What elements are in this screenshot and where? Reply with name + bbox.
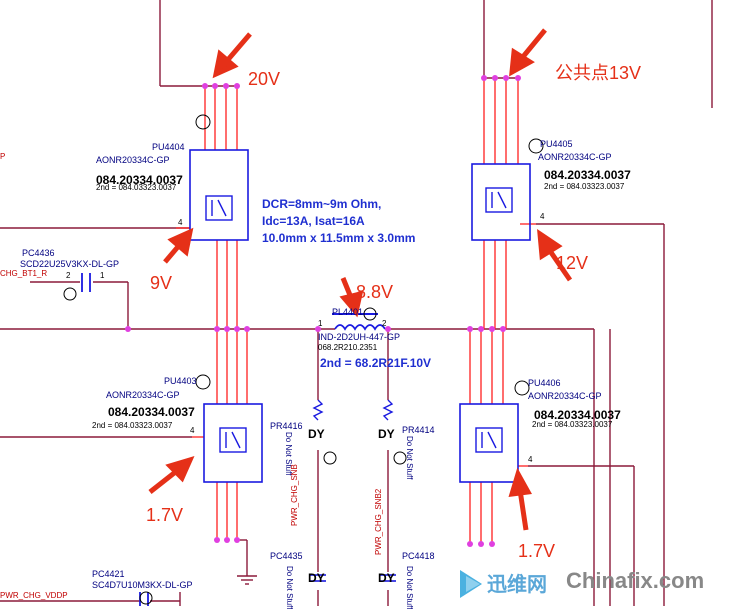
mosfet-body-lr: [459, 403, 519, 483]
res-r2-mark: DY: [378, 427, 395, 441]
annotation-12v: 12V: [556, 253, 589, 273]
inductor-spec-dcr: DCR=8mm~9m Ohm,: [262, 197, 382, 211]
capacitor-symbols: [81, 273, 149, 606]
cap-c1-pin1: 1: [100, 271, 105, 280]
watermark-en: Chinafix.com: [566, 568, 705, 593]
mosfet-ul-part: AONR20334C-GP: [96, 155, 170, 165]
mosfet-symbols: [205, 187, 513, 453]
cap-c1-ref: PC4436: [22, 248, 55, 258]
cap-c3-ref: PC4435: [270, 551, 303, 561]
watermark-cn: 迅维网: [487, 574, 547, 596]
res-r2-ref: PR4414: [402, 425, 435, 435]
junction-nodes: [125, 75, 521, 547]
cap-c3-note: Do Not Stuff: [285, 566, 294, 609]
mosfet-ll-pin4: 4: [190, 426, 195, 435]
mosfet-lr-alt: 2nd = 084.03323.0037: [532, 420, 613, 429]
mosfet-ur-pin4: 4: [540, 212, 545, 221]
cap-c1-part: SCD22U25V3KX-DL-GP: [20, 259, 120, 269]
cap-c2-part: SC4D7U10M3KX-DL-GP: [92, 580, 193, 590]
mosfet-ur-part: AONR20334C-GP: [538, 152, 612, 162]
inductor-spec-size: 10.0mm x 11.5mm x 3.0mm: [262, 231, 416, 245]
annotation-arrows: [148, 28, 573, 531]
res-r2-net: PWR_CHG_SNB2: [374, 488, 383, 555]
cap-c1-net: CHG_BT1_R: [0, 269, 48, 278]
mosfet-ur-alt: 2nd = 084.03323.0037: [544, 182, 625, 191]
mosfet-ul-pn: 084.20334.0037: [96, 173, 183, 187]
cap-c4-ref: PC4418: [402, 551, 435, 561]
mosfet-ur-ref: PU4405: [540, 139, 573, 149]
mosfet-ul-pin4: 4: [178, 218, 183, 227]
mosfet-lr-pin4: 4: [528, 455, 533, 464]
inductor-ref: PL4401: [332, 307, 364, 317]
res-r2-note: Do Not Stuff: [405, 436, 414, 480]
res-r1-ref: PR4416: [270, 421, 303, 431]
wires: [0, 0, 713, 606]
cap-c3-mark: DY: [308, 571, 325, 585]
mosfet-lr-ref: PU4406: [528, 378, 561, 388]
mosfet-ll-ref: PU4403: [164, 376, 197, 386]
inductor-pn: 068.2R210.2351: [318, 343, 378, 352]
left-edge-label: P: [0, 152, 6, 161]
pin-leads: [176, 78, 536, 544]
mosfet-lr-pn: 084.20334.0037: [534, 408, 621, 422]
inductor-pin2: 2: [382, 319, 387, 328]
res-r1-net: PWR_CHG_SNB: [290, 464, 299, 526]
resistor-symbols: [312, 399, 394, 421]
mosfet-ul-ref: PU4404: [152, 142, 185, 152]
inductor-part: IND-2D2UH-447-GP: [318, 332, 401, 342]
mosfet-ll-alt: 2nd = 084.03323.0037: [92, 421, 173, 430]
mosfet-bodies: [189, 149, 531, 483]
mosfet-ll-part: AONR20334C-GP: [106, 390, 180, 400]
inductor-alt: 2nd = 68.2R21F.10V: [320, 356, 432, 370]
mosfet-ul-alt: 2nd = 084.03323.0037: [96, 183, 177, 192]
mosfet-body-ul: [189, 149, 249, 241]
mosfet-body-ur: [471, 163, 531, 241]
annotation-1-7v-left: 1.7V: [146, 505, 184, 525]
cap-c1-pin2: 2: [66, 271, 71, 280]
inductor-pin1: 1: [318, 319, 323, 328]
cap-c2-net: PWR_CHG_VDDP: [0, 591, 68, 600]
mosfet-body-ll: [203, 403, 263, 483]
ground-symbol: [237, 575, 257, 585]
annotation-8-8v: 8.8V: [356, 282, 394, 302]
res-r1-mark: DY: [308, 427, 325, 441]
bottom-cap-symbols: [310, 574, 396, 582]
watermark-logo: [460, 570, 482, 598]
cap-c4-note: Do Not Stuff: [405, 566, 414, 609]
mosfet-ur-pn: 084.20334.0037: [544, 168, 631, 182]
cap-c2-ref: PC4421: [92, 569, 125, 579]
cap-c4-mark: DY: [378, 571, 395, 585]
mosfet-lr-part: AONR20334C-GP: [528, 391, 602, 401]
annotation-common-13v: 公共点13V: [555, 63, 642, 83]
annotation-1-7v-right: 1.7V: [518, 541, 556, 561]
annotation-20v: 20V: [248, 69, 281, 89]
inductor-spec-current: Idc=13A, Isat=16A: [262, 214, 365, 228]
marker-icons: [63, 114, 544, 605]
mosfet-ll-pn: 084.20334.0037: [108, 405, 195, 419]
annotation-9v: 9V: [150, 273, 173, 293]
